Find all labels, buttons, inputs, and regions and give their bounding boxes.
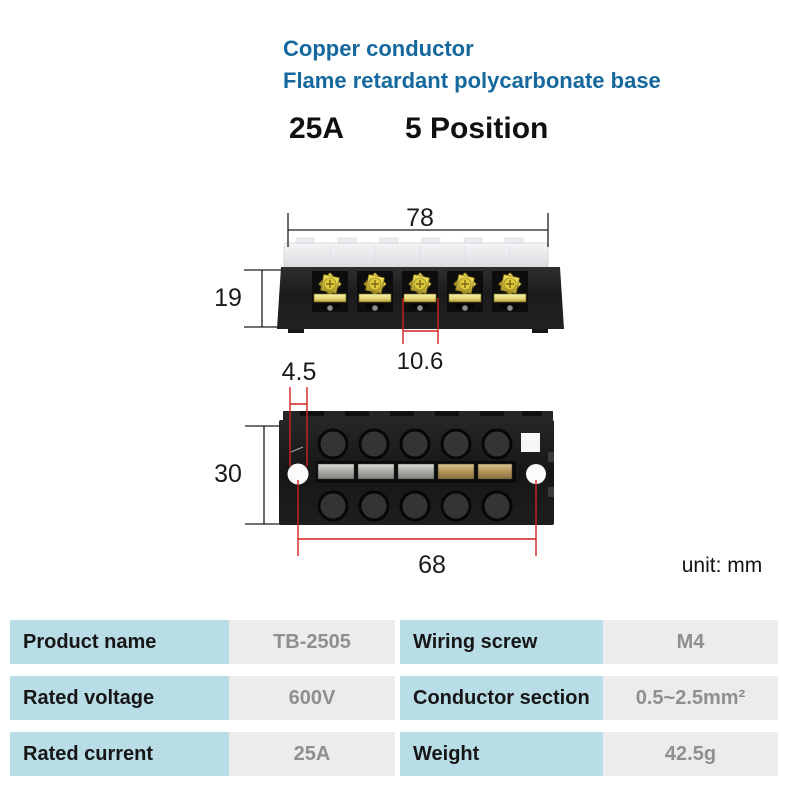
front-pitch-lines <box>402 298 439 344</box>
spec-label-rated-current: Rated current <box>10 732 229 776</box>
mount-hole-right <box>526 464 546 484</box>
spec-value-weight: 42.5g <box>603 732 778 776</box>
mount-hole-left <box>287 463 309 485</box>
spec-value-wiring-screw: M4 <box>603 620 778 664</box>
spec-label-weight: Weight <box>400 732 603 776</box>
bottom-metal-strips <box>317 463 513 480</box>
front-screw-terminals <box>311 270 529 313</box>
dim-overall-width: 78 <box>406 204 434 232</box>
spec-value-rated-current: 25A <box>229 732 395 776</box>
rating-positions: 5 Position <box>405 112 549 145</box>
spec-label-product-name: Product name <box>10 620 229 664</box>
bottom-red-dim-lines <box>289 387 537 556</box>
spec-table-row: Product name TB-2505 Wiring screw M4 <box>10 620 778 664</box>
header-line2: Flame retardant polycarbonate base <box>283 68 661 93</box>
front-dim-lines <box>244 213 549 328</box>
terminal-block-bottom-image <box>279 411 554 525</box>
terminal-block-front-image <box>277 237 564 333</box>
square-notch-right <box>521 433 540 452</box>
dim-mount-hole-offset: 4.5 <box>282 358 317 386</box>
dim-mount-hole-spacing: 68 <box>418 551 446 579</box>
spec-label-conductor-section: Conductor section <box>400 676 603 720</box>
dim-terminal-pitch: 10.6 <box>397 348 444 375</box>
header-title: Copper conductor Flame retardant polycar… <box>283 33 661 97</box>
spec-label-rated-voltage: Rated voltage <box>10 676 229 720</box>
bottom-dim-lines <box>245 425 283 525</box>
header-line1: Copper conductor <box>283 36 474 61</box>
rating-line: 25A 5 Position <box>0 112 800 148</box>
dim-overall-height: 19 <box>214 284 242 312</box>
dim-overall-depth: 30 <box>214 460 242 488</box>
spec-value-product-name: TB-2505 <box>229 620 395 664</box>
spec-label-wiring-screw: Wiring screw <box>400 620 603 664</box>
spec-table-row: Rated voltage 600V Conductor section 0.5… <box>10 676 778 720</box>
unit-label: unit: mm <box>682 554 763 577</box>
rating-current: 25A <box>289 112 345 145</box>
spec-value-rated-voltage: 600V <box>229 676 395 720</box>
spec-value-conductor-section: 0.5~2.5mm² <box>603 676 778 720</box>
spec-table-row: Rated current 25A Weight 42.5g <box>10 732 778 776</box>
